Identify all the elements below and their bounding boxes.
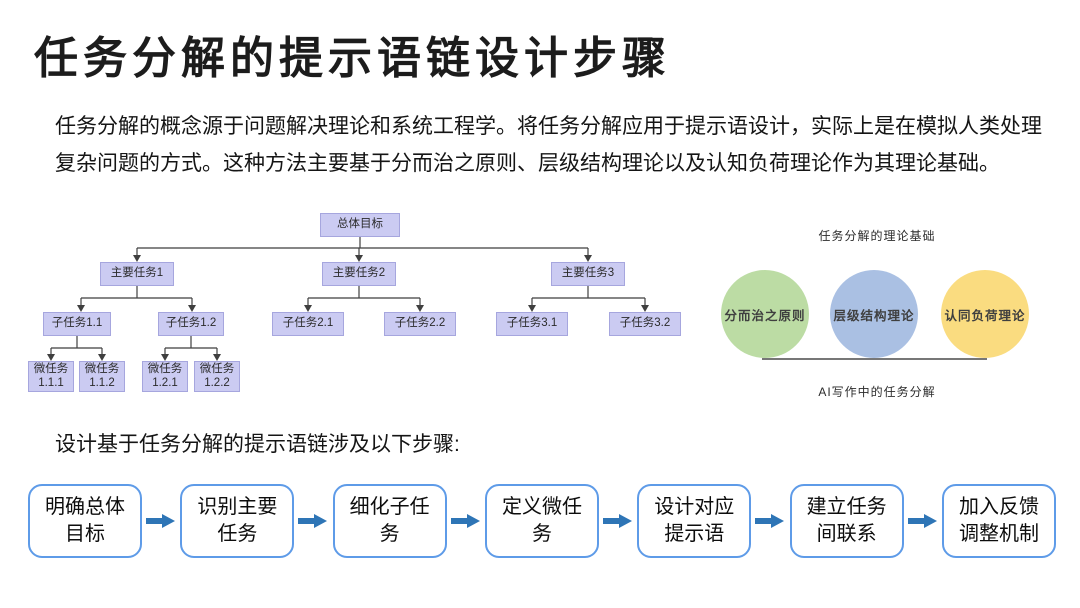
paragraph-line-1: 任务分解的概念源于问题解决理论和系统工程学。将任务分解应用于提示语设计，实际上是… [55, 115, 1042, 138]
flow-arrow-5 [751, 484, 789, 558]
tree-node-sub-2-2: 子任务2.2 [384, 312, 456, 336]
tree-node-sub-3-1: 子任务3.1 [496, 312, 568, 336]
tree-node-sub-1-1: 子任务1.1 [43, 312, 111, 336]
right-arrow-icon [755, 514, 785, 528]
right-arrow-icon [603, 514, 633, 528]
theory-caption: AI写作中的任务分解 [818, 385, 936, 399]
tree-node-main-2: 主要任务2 [322, 262, 396, 286]
step-box-7: 加入反馈 调整机制 [941, 484, 1056, 558]
tree-node-main-1: 主要任务1 [100, 262, 174, 286]
paragraph-line-2: 复杂问题的方式。这种方法主要基于分而治之原则、层级结构理论以及认知负荷理论作为其… [55, 152, 1000, 175]
page-title: 任务分解的提示语链设计步骤 [34, 34, 671, 83]
theory-circle-hierarchy: 层级结构理论 [830, 270, 918, 358]
intro-paragraph: 任务分解的概念源于问题解决理论和系统工程学。将任务分解应用于提示语设计，实际上是… [55, 108, 1050, 182]
flow-arrow-2 [294, 484, 332, 558]
theory-circle-cognitive-load: 认同负荷理论 [941, 270, 1029, 358]
right-arrow-icon [450, 514, 480, 528]
step-box-4: 定义微任 务 [484, 484, 599, 558]
flow-arrow-1 [142, 484, 180, 558]
right-arrow-icon [146, 514, 176, 528]
tree-node-micro-1-2-1: 微任务 1.2.1 [142, 361, 188, 392]
step-box-2: 识别主要 任务 [180, 484, 295, 558]
right-arrow-icon [907, 514, 937, 528]
tree-node-micro-1-1-2: 微任务 1.1.2 [79, 361, 125, 392]
steps-intro-text: 设计基于任务分解的提示语链涉及以下步骤: [55, 433, 460, 456]
step-box-6: 建立任务 间联系 [789, 484, 904, 558]
right-arrow-icon [298, 514, 328, 528]
tree-node-main-3: 主要任务3 [551, 262, 625, 286]
flow-arrow-6 [904, 484, 942, 558]
flow-arrow-3 [447, 484, 485, 558]
tree-node-root: 总体目标 [320, 213, 400, 237]
tree-node-micro-1-1-1: 微任务 1.1.1 [28, 361, 74, 392]
step-box-1: 明确总体 目标 [28, 484, 142, 558]
step-flow: 明确总体 目标 识别主要 任务 细化子任 务 定义微任 务 设计对应 提示语 建… [28, 484, 1056, 558]
theory-section-title: 任务分解的理论基础 [818, 229, 936, 243]
tree-connector-lines [50, 237, 646, 355]
tree-node-sub-1-2: 子任务1.2 [158, 312, 224, 336]
tree-node-sub-2-1: 子任务2.1 [272, 312, 344, 336]
tree-node-sub-3-2: 子任务3.2 [609, 312, 681, 336]
theory-circle-divide-and-conquer: 分而治之原则 [721, 270, 809, 358]
flow-arrow-4 [599, 484, 637, 558]
step-box-3: 细化子任 务 [332, 484, 447, 558]
tree-node-micro-1-2-2: 微任务 1.2.2 [194, 361, 240, 392]
step-box-5: 设计对应 提示语 [637, 484, 752, 558]
